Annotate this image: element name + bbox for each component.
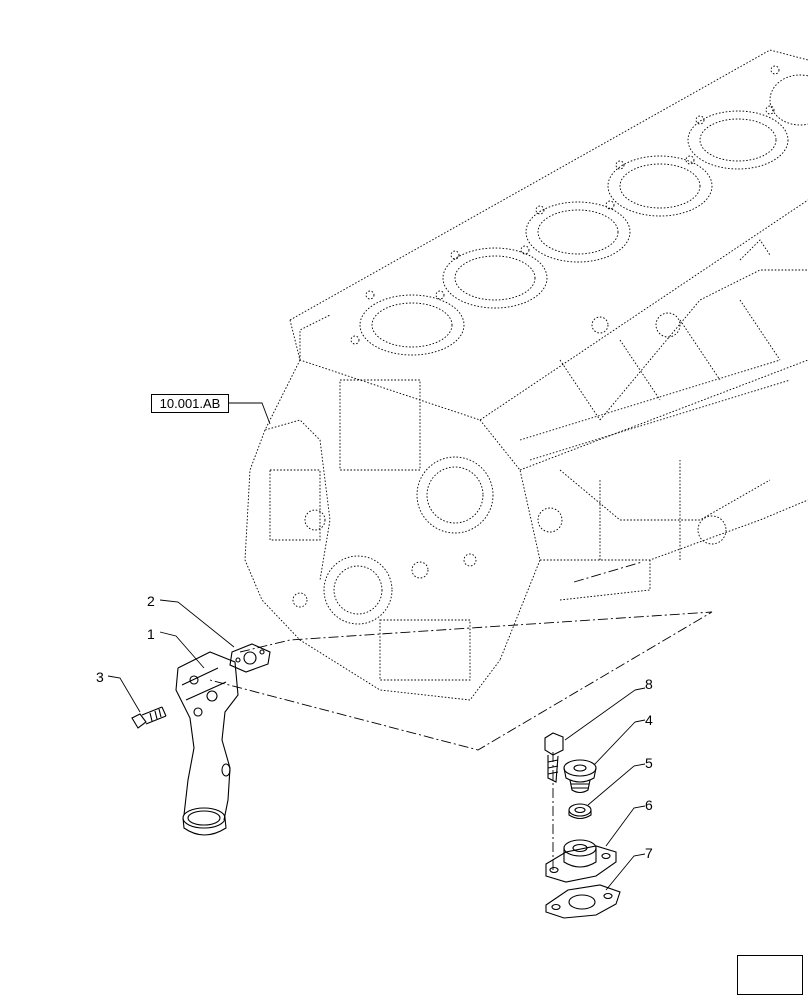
part-8-bolt — [544, 732, 564, 783]
reference-label[interactable]: 10.001.AB — [151, 394, 229, 413]
callout-8: 8 — [645, 676, 653, 692]
part-3-bolt — [131, 706, 167, 729]
part-6-flange — [545, 839, 617, 883]
part-2-gasket — [229, 643, 271, 673]
part-5-washer — [568, 803, 592, 820]
next-page-button[interactable] — [737, 955, 803, 995]
alignment-lines — [209, 561, 713, 872]
part-4-plug — [563, 759, 597, 794]
callout-3: 3 — [96, 669, 104, 685]
part-1-elbow-pipe — [175, 651, 239, 836]
callout-6: 6 — [645, 797, 653, 813]
callout-7: 7 — [645, 845, 653, 861]
leader-lines — [107, 402, 646, 891]
engine-block — [244, 49, 808, 701]
callout-5: 5 — [645, 755, 653, 771]
callout-4: 4 — [645, 712, 653, 728]
part-7-gasket — [545, 884, 621, 919]
callout-1: 1 — [147, 626, 155, 642]
callout-2: 2 — [147, 593, 155, 609]
